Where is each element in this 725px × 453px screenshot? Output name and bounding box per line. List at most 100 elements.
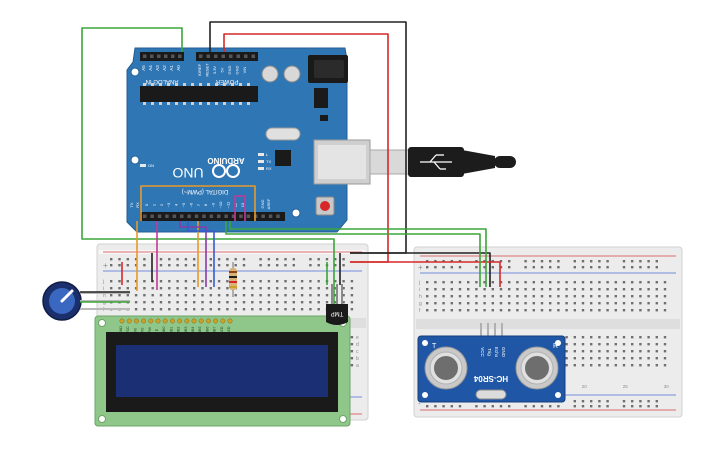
header-pin[interactable]: [276, 214, 280, 219]
breadboard-hole: [159, 264, 163, 267]
breadboard-hole: [159, 294, 163, 297]
digital-header-label: DIGITAL (PWM~): [182, 188, 229, 194]
header-pin[interactable]: [150, 214, 154, 219]
breadboard-hole: [532, 288, 535, 291]
header-pin[interactable]: [202, 214, 206, 219]
lcd-pin[interactable]: [155, 318, 161, 324]
lcd-pin[interactable]: [191, 318, 197, 324]
lcd-pin[interactable]: [213, 318, 219, 324]
breadboard-hole: [499, 295, 503, 298]
header-pin[interactable]: [229, 54, 233, 59]
header-pin[interactable]: [150, 54, 154, 59]
lcd-pin[interactable]: [119, 318, 125, 324]
breadboard-hole: [581, 350, 585, 353]
rail-minus-label: -: [418, 399, 421, 408]
header-pin[interactable]: [172, 214, 177, 219]
breadboard-hole: [159, 308, 163, 311]
breadboard-hole: [475, 266, 478, 269]
breadboard-hole: [598, 350, 601, 353]
breadboard-hole: [581, 295, 585, 298]
header-pin[interactable]: [217, 214, 221, 219]
lcd-pin[interactable]: [148, 318, 154, 324]
breadboard-hole: [557, 302, 560, 305]
header-pin[interactable]: [214, 54, 218, 59]
header-pin[interactable]: [178, 54, 182, 59]
analog-pin-label: A2: [162, 65, 167, 71]
header-pin[interactable]: [221, 54, 226, 59]
header-pin[interactable]: [224, 214, 228, 219]
header-pin[interactable]: [143, 214, 147, 219]
breadboard-hole: [434, 295, 437, 298]
lcd-pin[interactable]: [184, 318, 190, 324]
header-pin[interactable]: [157, 214, 162, 219]
lcd-pin[interactable]: [169, 318, 175, 324]
breadboard-hole: [209, 258, 212, 261]
lcd-pin[interactable]: [126, 318, 132, 324]
breadboard-hole: [639, 336, 642, 339]
lcd-pin[interactable]: [177, 318, 183, 324]
breadboard-hole: [242, 308, 246, 311]
header-pin[interactable]: [246, 214, 251, 219]
header-pin[interactable]: [268, 214, 273, 219]
breadboard-hole: [655, 336, 658, 339]
header-pin[interactable]: [239, 214, 243, 219]
breadboard-hole: [606, 336, 609, 339]
breadboard-hole: [565, 343, 568, 346]
breadboard-hole: [267, 264, 271, 267]
breadboard-hole: [631, 336, 634, 339]
breadboard-hole: [259, 264, 262, 267]
breadboard-hole: [557, 281, 560, 284]
row-letter: g: [419, 301, 422, 307]
breadboard-hole: [267, 294, 271, 297]
svg-text:RX: RX: [135, 202, 140, 208]
sensor-pin-label: VCC: [480, 347, 485, 357]
header-pin[interactable]: [209, 214, 214, 219]
breadboard-hole: [251, 301, 254, 304]
header-pin[interactable]: [164, 54, 168, 59]
breadboard-hole: [342, 287, 345, 290]
lcd-pin[interactable]: [162, 318, 168, 324]
header-pin[interactable]: [236, 54, 241, 59]
lcd-pin[interactable]: [205, 318, 211, 324]
header-pin[interactable]: [206, 54, 211, 59]
breadboard-hole: [450, 288, 453, 291]
breadboard-hole: [467, 309, 470, 312]
breadboard-hole: [342, 294, 345, 297]
header-pin[interactable]: [187, 214, 191, 219]
breadboard-hole: [483, 266, 486, 269]
potentiometer[interactable]: [42, 281, 130, 321]
analog-pin-label: A3: [155, 65, 160, 71]
header-pin[interactable]: [180, 214, 184, 219]
breadboard-hole: [168, 280, 171, 283]
header-pin[interactable]: [244, 54, 248, 59]
breadboard-hole: [259, 280, 262, 283]
header-pin[interactable]: [194, 214, 199, 219]
lcd-pin[interactable]: [133, 318, 139, 324]
wire-a0: [81, 27, 335, 304]
breadboard-hole: [350, 343, 354, 346]
header-pin[interactable]: [143, 54, 147, 59]
lcd-pin[interactable]: [227, 318, 233, 324]
breadboard-hole: [491, 288, 494, 291]
header-pin[interactable]: [251, 54, 256, 59]
lcd-pin[interactable]: [220, 318, 226, 324]
lcd-pin[interactable]: [141, 318, 147, 324]
breadboard-hole: [143, 264, 146, 267]
breadboard-hole: [342, 301, 345, 304]
header-pin[interactable]: [165, 214, 169, 219]
header-pin[interactable]: [171, 54, 175, 59]
transducer-left: [424, 346, 468, 390]
column-number: 25: [623, 384, 629, 389]
header-pin[interactable]: [199, 54, 203, 59]
header-pin[interactable]: [261, 214, 265, 219]
svg-text:TX: TX: [266, 159, 271, 164]
breadboard-hole: [631, 288, 634, 291]
breadboard-hole: [259, 301, 262, 304]
breadboard-hole: [251, 294, 254, 297]
lcd-pin[interactable]: [198, 318, 204, 324]
reset-button-cap[interactable]: [320, 201, 330, 211]
header-pin[interactable]: [231, 214, 236, 219]
atmega-chip: [140, 86, 258, 102]
header-pin[interactable]: [157, 54, 161, 59]
breadboard-hole: [151, 301, 154, 304]
